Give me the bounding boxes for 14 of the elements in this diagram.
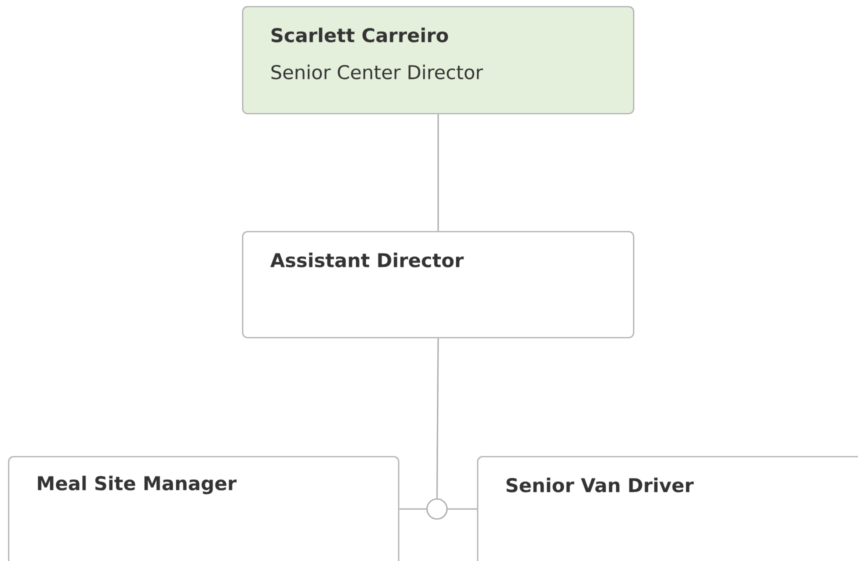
org-box (8, 456, 400, 561)
name-text: Scarlett Carreiro (272, 28, 448, 42)
role-text: Senior Center Director (271, 64, 484, 80)
connector-line (438, 114, 439, 231)
connector-line (399, 508, 426, 510)
name-text: Assistant Director (270, 252, 464, 268)
name-text: Senior Van Driver (506, 478, 694, 492)
connector-line (448, 508, 477, 510)
org-box (242, 6, 634, 114)
org-box (242, 231, 634, 338)
connector-line (436, 338, 439, 498)
junction-circle (426, 498, 448, 520)
name-text: Meal Site Manager (38, 476, 237, 494)
org-box (477, 456, 858, 561)
